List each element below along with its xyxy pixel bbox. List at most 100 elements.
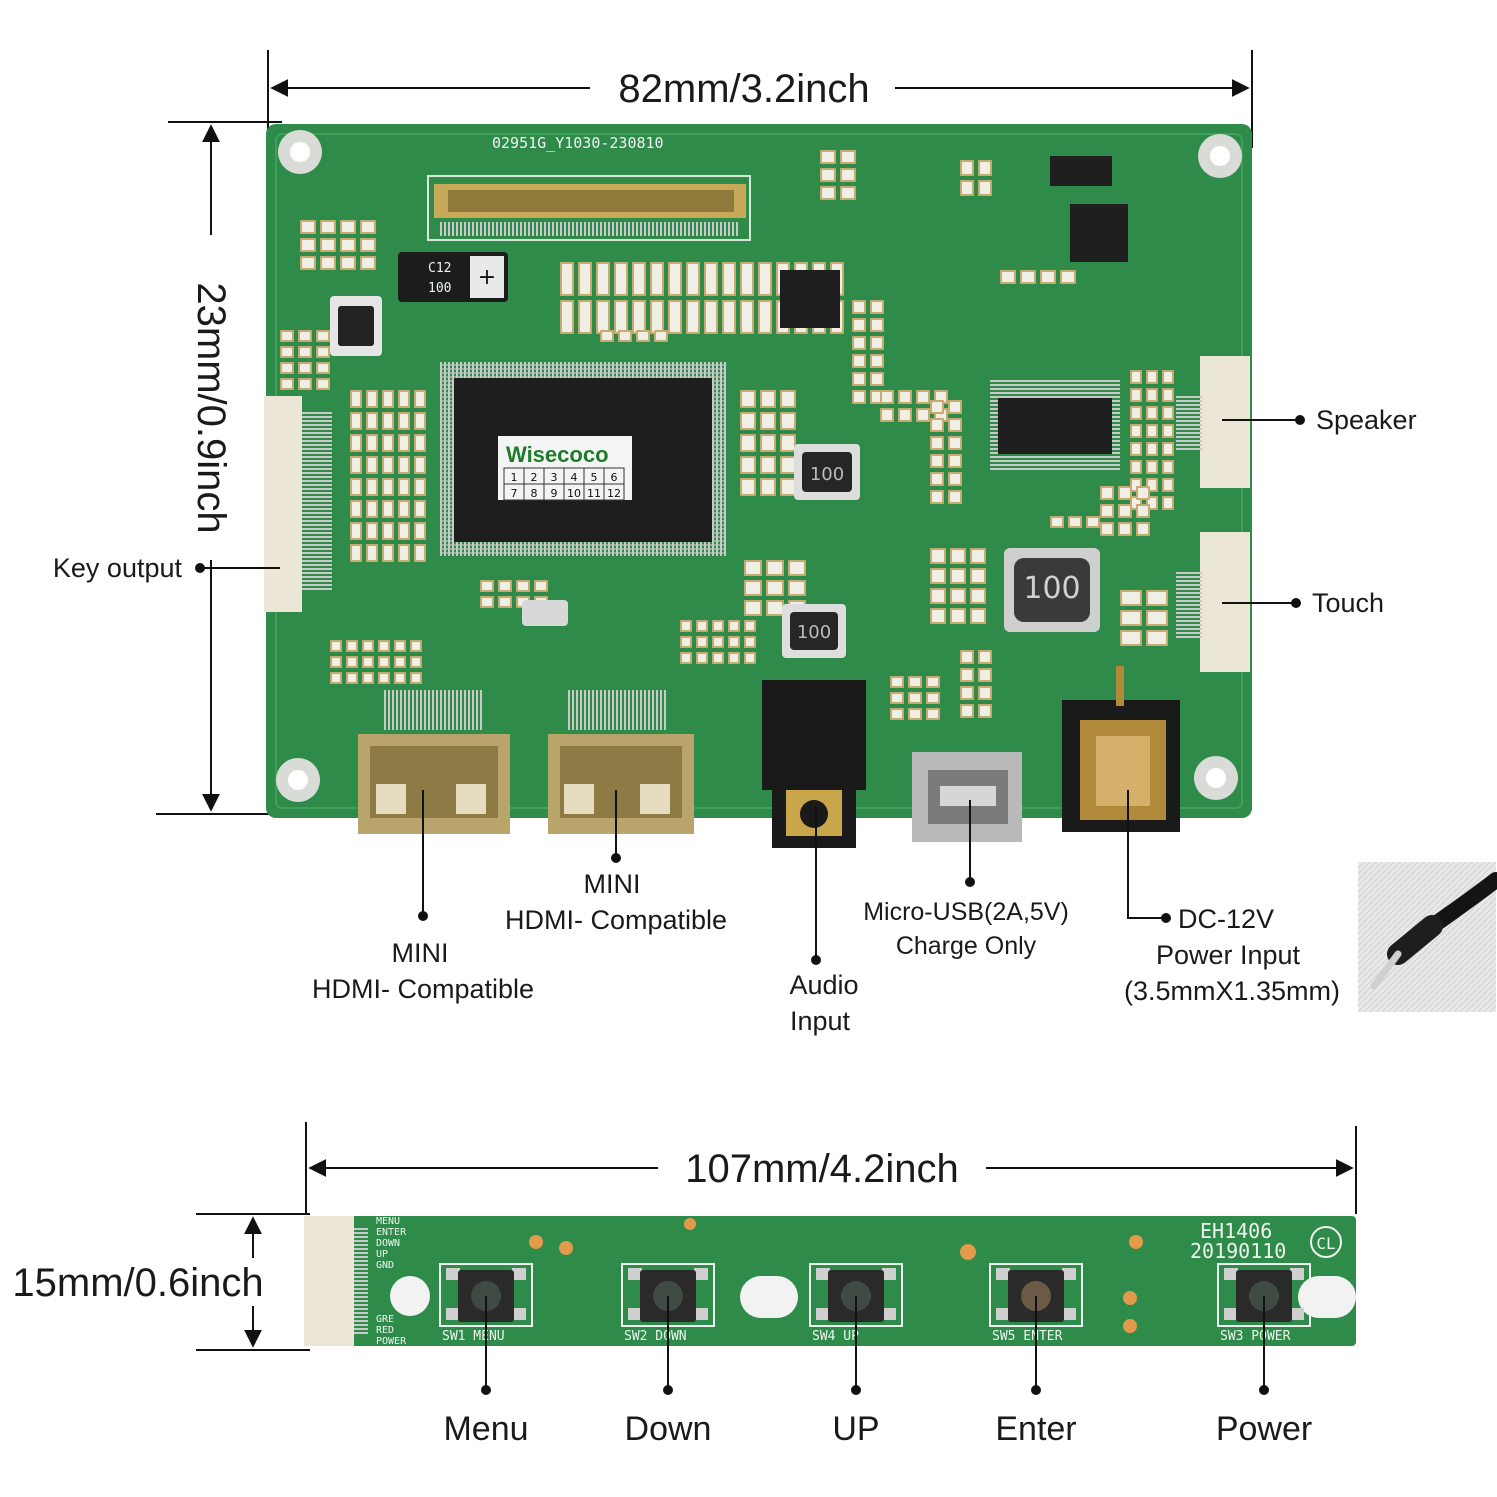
key-output-connector: [264, 396, 332, 612]
smd-component: [1100, 486, 1114, 500]
smd-component: [852, 336, 866, 350]
hdmi-1-line1: MINI: [392, 938, 449, 968]
chip-grid-cell: 10: [567, 487, 581, 500]
main-board-pcb: 02951G_Y1030-230810 + C12 100 Wis: [264, 124, 1252, 848]
smd-component: [1118, 522, 1132, 536]
smd-component: [1040, 270, 1056, 284]
smd-component: [960, 160, 974, 176]
smd-component: [788, 580, 806, 596]
button-callout: Menu: [443, 1296, 529, 1448]
smd-component: [870, 336, 884, 350]
smd-component: [1060, 270, 1076, 284]
ic-audio-amp: [990, 380, 1120, 472]
svg-text:+: +: [478, 265, 496, 290]
smd-component: [1130, 370, 1142, 384]
smd-component: [1146, 442, 1158, 456]
smd-component: [320, 238, 336, 252]
smd-component: [636, 330, 650, 342]
button-label-power: Power: [1216, 1410, 1312, 1448]
smd-component: [1162, 370, 1174, 384]
smd-component: [970, 588, 986, 604]
key-pcb-code-2: 20190110: [1190, 1239, 1286, 1263]
smd-component: [398, 544, 410, 562]
smd-component: [480, 596, 494, 608]
smd-component: [950, 588, 966, 604]
button-label-enter: Enter: [995, 1410, 1076, 1448]
tact-switch[interactable]: SW4 UP: [809, 1263, 903, 1344]
smd-component: [840, 168, 856, 182]
main-height-label: 23mm/0.9inch: [189, 282, 233, 533]
smd-component: [744, 600, 762, 616]
smd-component: [410, 672, 422, 684]
smd-component: [398, 456, 410, 474]
smd-component: [740, 434, 756, 452]
smd-component: [930, 436, 944, 450]
key-board-width-dimension: 107mm/4.2inch: [305, 1122, 1357, 1214]
smd-component: [1146, 610, 1168, 626]
smd-component: [970, 608, 986, 624]
smd-component: [350, 478, 362, 496]
smd-component: [766, 560, 784, 576]
smd-component: [780, 434, 796, 452]
smd-component: [1118, 486, 1132, 500]
smd-component: [614, 262, 628, 296]
switch-silk-label: SW3 POWER: [1220, 1329, 1291, 1344]
dc-cable-image: [1358, 862, 1497, 1012]
smd-component: [1100, 504, 1114, 518]
smd-component: [916, 390, 930, 404]
smd-component: [650, 300, 664, 334]
smd-component: [908, 708, 922, 720]
inductor-l3: 100: [794, 444, 860, 500]
smd-component: [382, 544, 394, 562]
button-callout: Down: [625, 1296, 711, 1448]
smd-component: [680, 636, 692, 648]
smd-component: [712, 652, 724, 664]
smd-component: [414, 522, 426, 540]
chip-grid-cell: 4: [571, 471, 578, 484]
dc-line3: (3.5mmX1.35mm): [1124, 976, 1340, 1006]
smd-component: [596, 300, 610, 334]
cl-mark: CL: [1316, 1234, 1335, 1253]
callout-dc-power: DC-12V Power Input (3.5mmX1.35mm): [1124, 790, 1340, 1006]
smd-component: [908, 676, 922, 688]
smd-component: [362, 672, 374, 684]
smd-component: [378, 640, 390, 652]
smd-component: [1130, 424, 1142, 438]
smd-component: [696, 620, 708, 632]
svg-text:C12: C12: [428, 261, 451, 276]
smd-component: [948, 436, 962, 450]
smd-component: [780, 390, 796, 408]
smd-component: [300, 256, 316, 270]
smd-component: [1162, 406, 1174, 420]
smd-component: [870, 318, 884, 332]
smd-component: [1136, 486, 1150, 500]
smd-component: [668, 300, 682, 334]
smd-component: [978, 650, 992, 664]
smd-component: [728, 620, 740, 632]
smd-component: [414, 390, 426, 408]
smd-component: [852, 390, 866, 404]
smd-component: [1000, 270, 1016, 284]
smd-component: [382, 390, 394, 408]
callout-key-output: Key output: [53, 553, 280, 583]
chip-grid-cell: 1: [511, 471, 518, 484]
smd-component: [1162, 388, 1174, 402]
smd-component: [852, 300, 866, 314]
usb-line2: Charge Only: [896, 932, 1037, 960]
smd-component: [760, 390, 776, 408]
smd-component: [722, 262, 736, 296]
pin-label: RED: [376, 1325, 394, 1336]
smd-component: [1086, 516, 1100, 528]
smd-component: [890, 676, 904, 688]
smd-component: [898, 408, 912, 422]
smd-component: [840, 150, 856, 164]
smd-component: [330, 640, 342, 652]
smd-component: [820, 150, 836, 164]
smd-component: [930, 418, 944, 432]
smd-component: [1146, 630, 1168, 646]
smd-component: [686, 262, 700, 296]
key-height-label: 15mm/0.6inch: [12, 1261, 263, 1305]
chip-grid-cell: 12: [607, 487, 621, 500]
